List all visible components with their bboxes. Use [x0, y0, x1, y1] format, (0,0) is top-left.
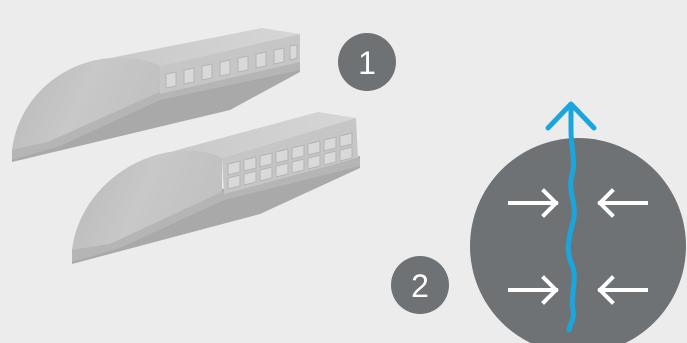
cell: [227, 160, 241, 176]
cell: [323, 150, 337, 166]
block1-top-face: [110, 28, 300, 66]
cell: [183, 67, 195, 85]
cell: [243, 156, 257, 172]
block1-side-face: [12, 62, 300, 160]
cell: [307, 154, 321, 170]
inward-arrow-icon: [597, 188, 648, 218]
marker-1: 1: [338, 33, 396, 91]
cell: [237, 55, 249, 73]
marker-1-label: 1: [358, 45, 376, 81]
cell: [201, 63, 213, 81]
block1-curved-face: [12, 57, 160, 151]
block1-edge: [12, 62, 300, 162]
inward-arrow-icon: [508, 275, 559, 305]
cell: [323, 136, 337, 152]
hollow-block-single-row: [12, 28, 300, 162]
cell: [275, 148, 289, 164]
block2-cells: [227, 132, 353, 190]
cell: [339, 132, 353, 148]
cell: [275, 162, 289, 178]
cell: [339, 146, 353, 162]
marker-2: 2: [391, 256, 449, 314]
crack-line-icon: [545, 101, 597, 333]
cell: [255, 51, 267, 69]
cell: [273, 47, 285, 65]
cell: [219, 59, 231, 77]
marker-2-label: 2: [411, 268, 429, 304]
cell: [307, 140, 321, 156]
hollow-block-double-row: [72, 112, 360, 264]
cell: [243, 170, 257, 186]
cell: [291, 158, 305, 174]
cell: [289, 44, 298, 61]
marker-2-badge: [391, 256, 449, 314]
block2-curved-face: [72, 150, 222, 250]
block2-side-face: [72, 158, 360, 262]
cell: [259, 152, 273, 168]
cell: [165, 71, 177, 89]
compression-illustration: [470, 101, 686, 343]
material-circle: [470, 138, 686, 343]
inward-arrow-icon: [597, 275, 648, 305]
block2-top-face: [170, 112, 356, 158]
cell: [259, 166, 273, 182]
inward-arrow-icon: [508, 188, 559, 218]
cell: [291, 144, 305, 160]
cell: [227, 174, 241, 190]
marker-1-badge: [338, 33, 396, 91]
block1-cells: [165, 44, 298, 89]
